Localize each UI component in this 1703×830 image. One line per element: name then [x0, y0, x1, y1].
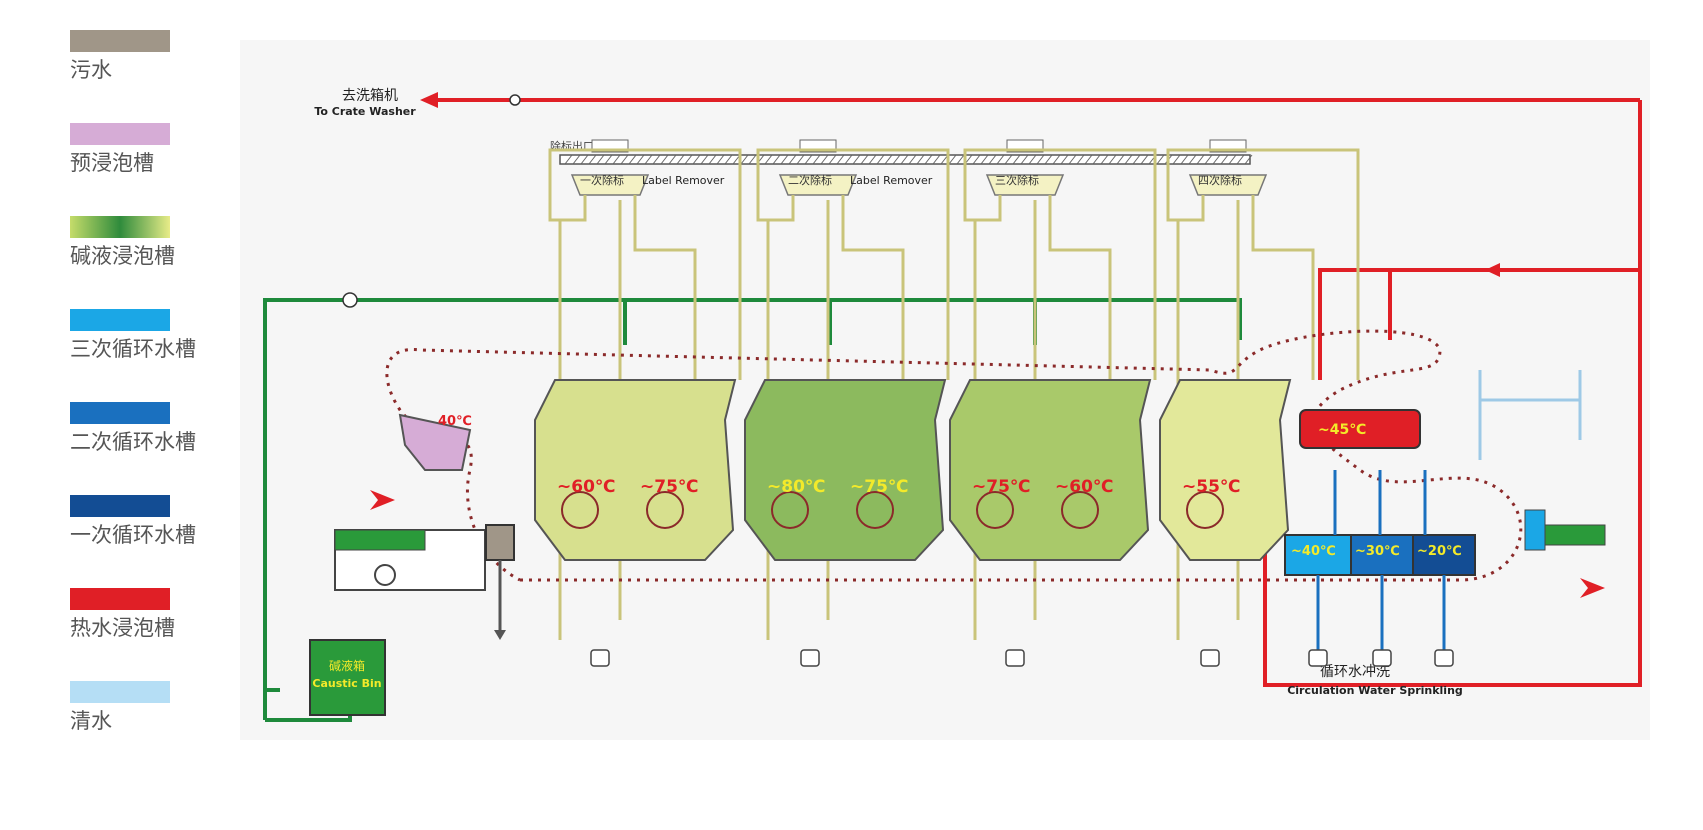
legend-swatch — [70, 309, 170, 331]
remover-label-en: Label Remover — [642, 174, 725, 187]
sludge-outlet — [485, 524, 515, 640]
legend-swatch — [70, 216, 170, 238]
caustic-tank — [534, 379, 737, 561]
pump-icon — [1005, 649, 1025, 667]
tank-temp: ~55℃ — [1182, 477, 1241, 497]
sprocket-icon — [856, 491, 894, 529]
pump-icon — [1308, 649, 1328, 667]
infeed-arrow-icon — [370, 490, 395, 510]
rinse-tank-2 — [1350, 534, 1414, 576]
legend-label: 热水浸泡槽 — [70, 616, 175, 640]
sprocket-icon — [561, 491, 599, 529]
legend-item: 一次循环水槽 — [70, 495, 270, 555]
legend-label: 清水 — [70, 709, 112, 733]
hot-water-pipe — [430, 98, 1642, 687]
pump-icon — [800, 649, 820, 667]
circulation-pipes — [1316, 470, 1446, 650]
tank-temp: ~75℃ — [850, 477, 909, 497]
pump-icon — [1434, 649, 1454, 667]
caustic-tanks: ~60℃ ~75℃ ~80℃ ~75℃ ~75℃ ~60℃ ~55℃ — [534, 379, 1292, 561]
caustic-bin — [309, 639, 386, 716]
legend-label: 二次循环水槽 — [70, 430, 196, 454]
caustic-tank — [949, 379, 1152, 561]
diagram-background — [240, 40, 1650, 740]
pump-icon — [590, 649, 610, 667]
crate-label-cn: 去洗箱机 — [342, 88, 398, 104]
infeed-machine — [334, 529, 486, 591]
legend-label: 预浸泡槽 — [70, 151, 154, 175]
rinse-tank-1 — [1412, 534, 1476, 576]
legend-label: 污水 — [70, 58, 112, 82]
pump-icon — [1200, 649, 1220, 667]
legend-swatch — [70, 681, 170, 703]
remover-label: 三次除标 — [995, 173, 1039, 187]
legend-item: 污水 — [70, 30, 270, 90]
valve-icon — [509, 94, 521, 106]
temp-rinse-2: ~30℃ — [1355, 544, 1400, 559]
pump-icon — [342, 292, 358, 308]
legend-item: 二次循环水槽 — [70, 402, 270, 462]
pump-icon — [1372, 649, 1392, 667]
caustic-tank — [744, 379, 947, 561]
label-remover-hopper — [985, 174, 1065, 196]
legend-swatch — [70, 30, 170, 52]
sprocket-icon — [646, 491, 684, 529]
pre-soak-tank — [398, 413, 472, 471]
legend-swatch — [70, 402, 170, 424]
tank-temp: ~60℃ — [557, 477, 616, 497]
legend-swatch — [70, 588, 170, 610]
sprocket-icon — [1061, 491, 1099, 529]
legend-swatch — [70, 495, 170, 517]
caustic-bin-en: Caustic Bin — [312, 677, 381, 690]
crate-arrow-icon — [420, 92, 438, 108]
legend-label: 一次循环水槽 — [70, 523, 196, 547]
crate-label-en: To Crate Washer — [314, 105, 416, 118]
caustic-tank — [1159, 379, 1292, 561]
bottle-conveyor-chain — [385, 329, 1523, 582]
remover-label: 四次除标 — [1198, 173, 1242, 187]
legend-label: 三次循环水槽 — [70, 337, 196, 361]
label-remover-hopper — [1188, 174, 1268, 196]
label-remover-hopper — [570, 174, 650, 196]
sprocket-icon — [771, 491, 809, 529]
legend-item: 清水 — [70, 681, 270, 741]
tank-temp: ~80℃ — [767, 477, 826, 497]
tank-temp: ~75℃ — [972, 477, 1031, 497]
legend-item: 碱液浸泡槽 — [70, 216, 270, 276]
legend-label: 碱液浸泡槽 — [70, 244, 175, 268]
outfeed-machine — [1524, 509, 1606, 551]
hot-water-arrow-icon — [1485, 263, 1500, 277]
tank-temp: ~60℃ — [1055, 477, 1114, 497]
caustic-bin-cn: 碱液箱 — [329, 658, 365, 673]
hot-water-tank — [1299, 409, 1421, 449]
pumps — [590, 649, 1454, 667]
circulation-label-en: Circulation Water Sprinkling — [1287, 684, 1463, 697]
circulation-label-cn: 循环水冲洗 — [1320, 664, 1390, 680]
legend-swatch — [70, 123, 170, 145]
sprocket-icon — [1186, 491, 1224, 529]
label-remover-hopper — [778, 174, 858, 196]
tank-temp: ~75℃ — [640, 477, 699, 497]
temp-rinse-3: ~20℃ — [1417, 544, 1462, 559]
fresh-water-pipes — [1478, 370, 1582, 460]
remover-label-en: Label Remover — [850, 174, 933, 187]
temp-hot: ~45℃ — [1318, 422, 1366, 438]
legend-item: 热水浸泡槽 — [70, 588, 270, 648]
legend-item: 三次循环水槽 — [70, 309, 270, 369]
remover-label: 一次除标 — [580, 173, 624, 187]
label-outlet-conveyor — [559, 154, 1253, 165]
sprocket-icon — [976, 491, 1014, 529]
remover-label: 二次除标 — [788, 173, 832, 187]
temp-pre: 40℃ — [438, 414, 472, 429]
temp-rinse-1: ~40℃ — [1291, 544, 1336, 559]
outfeed-arrow-icon — [1580, 578, 1605, 598]
legend-item: 预浸泡槽 — [70, 123, 270, 183]
